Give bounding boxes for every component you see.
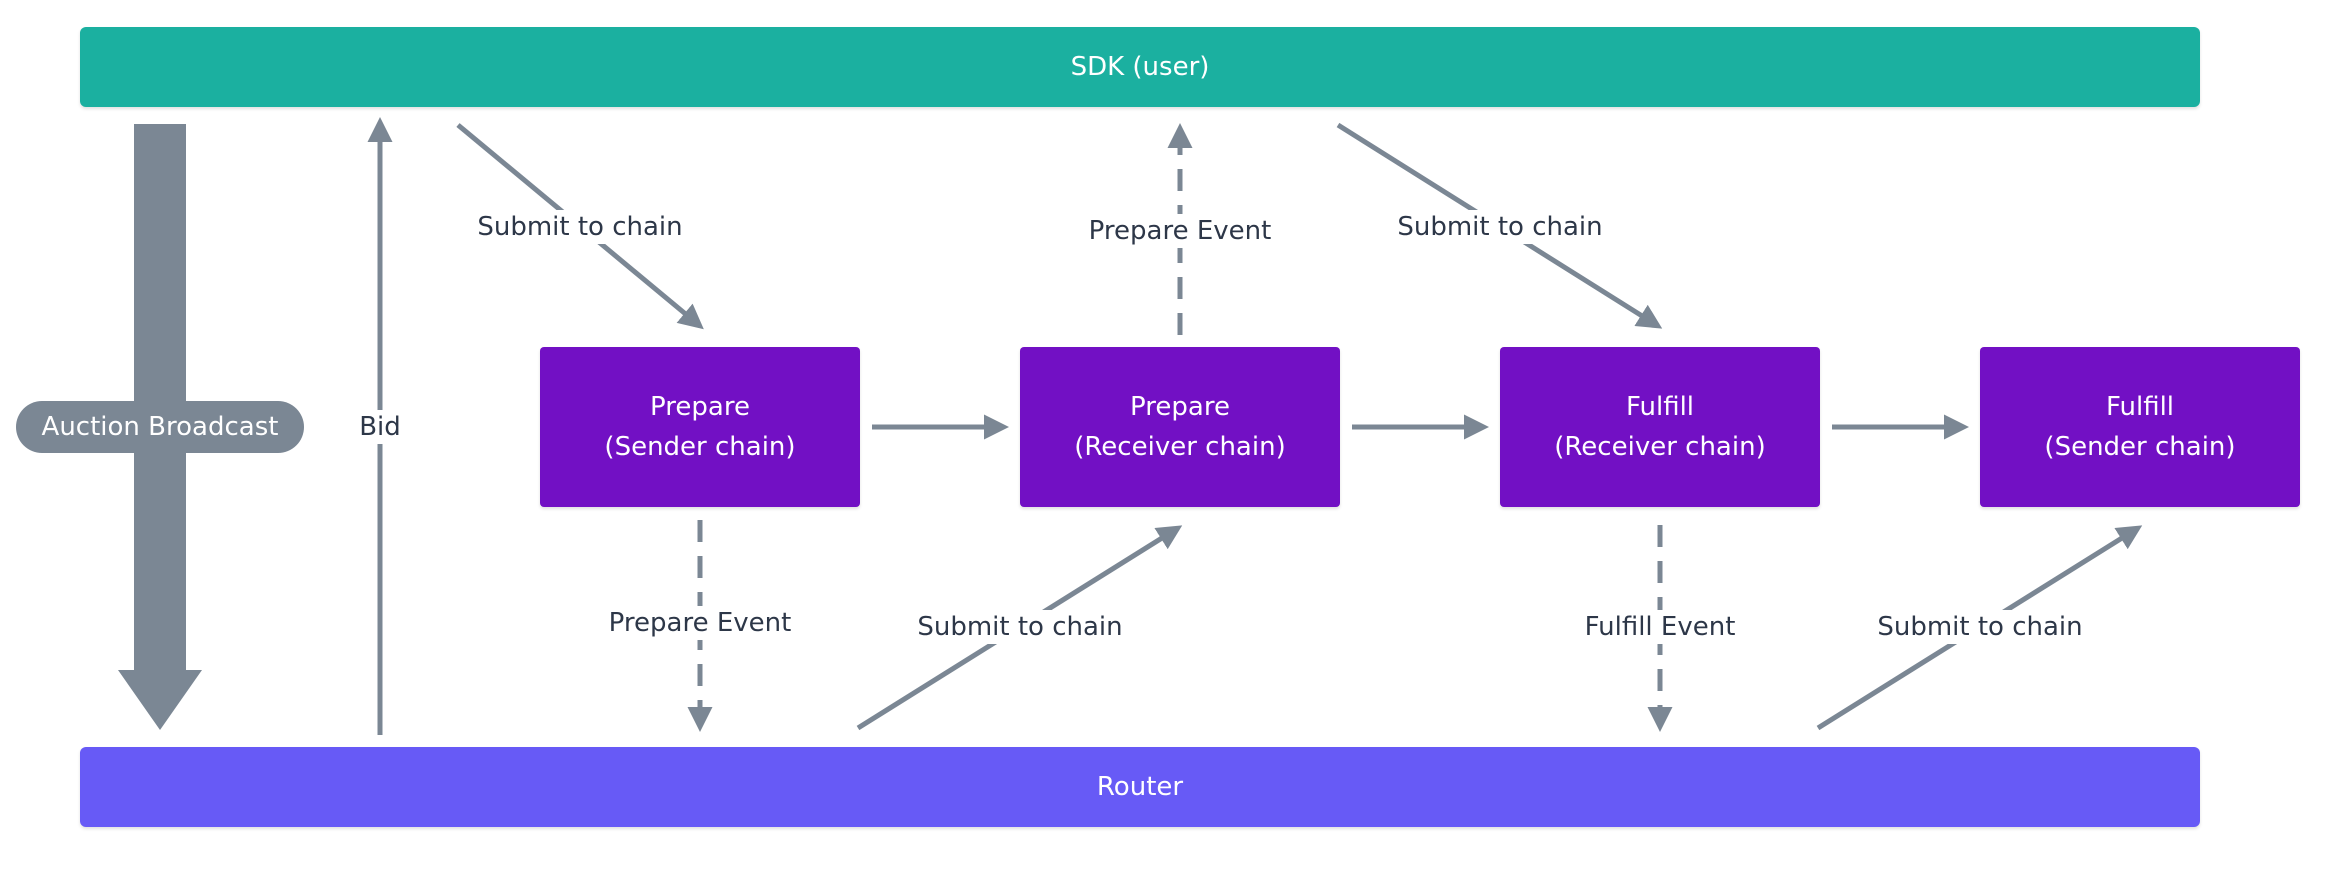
step-title: Fulfill: [1625, 392, 1695, 422]
sdk-bar: SDK (user): [80, 27, 2200, 107]
submit-label-2: Submit to chain: [911, 610, 1129, 644]
step-title: Prepare: [650, 392, 750, 422]
step-prepare-sender: Prepare (Sender chain): [540, 347, 860, 507]
fulfill-event-label: Fulfill Event: [1578, 610, 1742, 644]
step-chain: (Receiver chain): [1074, 432, 1286, 462]
submit-label-4: Submit to chain: [1871, 610, 2089, 644]
auction-broadcast-label: Auction Broadcast: [41, 412, 279, 442]
prepare-event-label-2: Prepare Event: [1082, 214, 1278, 248]
prepare-event-label-1: Prepare Event: [602, 606, 798, 640]
step-prepare-receiver: Prepare (Receiver chain): [1020, 347, 1340, 507]
router-label: Router: [1096, 772, 1184, 802]
bid-label: Bid: [353, 410, 407, 444]
submit-label-3: Submit to chain: [1391, 210, 1609, 244]
step-chain: (Sender chain): [2044, 432, 2236, 462]
sdk-label: SDK (user): [1070, 52, 1210, 82]
step-chain: (Receiver chain): [1554, 432, 1766, 462]
auction-broadcast-arrow: [118, 124, 202, 730]
router-bar: Router: [80, 747, 2200, 827]
step-fulfill-receiver: Fulfill (Receiver chain): [1500, 347, 1820, 507]
step-fulfill-sender: Fulfill (Sender chain): [1980, 347, 2300, 507]
submit-label-1: Submit to chain: [471, 210, 689, 244]
step-chain: (Sender chain): [604, 432, 796, 462]
step-title: Fulfill: [2105, 392, 2175, 422]
auction-broadcast-pill: Auction Broadcast: [16, 401, 304, 453]
step-title: Prepare: [1130, 392, 1230, 422]
